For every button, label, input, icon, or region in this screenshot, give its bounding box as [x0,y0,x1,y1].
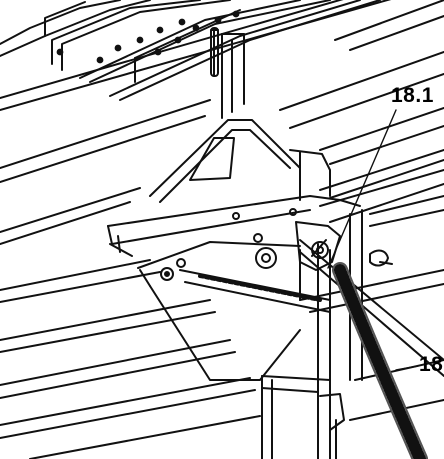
diagonal-beams [0,0,444,245]
upper-rail-frame [0,0,381,101]
coil-spring [332,262,428,459]
callout-label-18-1: 18.1 [391,84,434,107]
leader-line-18 [395,365,419,371]
lower-rails [0,259,444,459]
callout-label-18: 18 [419,353,444,376]
leader-line-18-1 [327,109,397,269]
vertical-post [210,27,245,119]
guide-bar [299,239,444,377]
leader-lines [327,109,419,371]
